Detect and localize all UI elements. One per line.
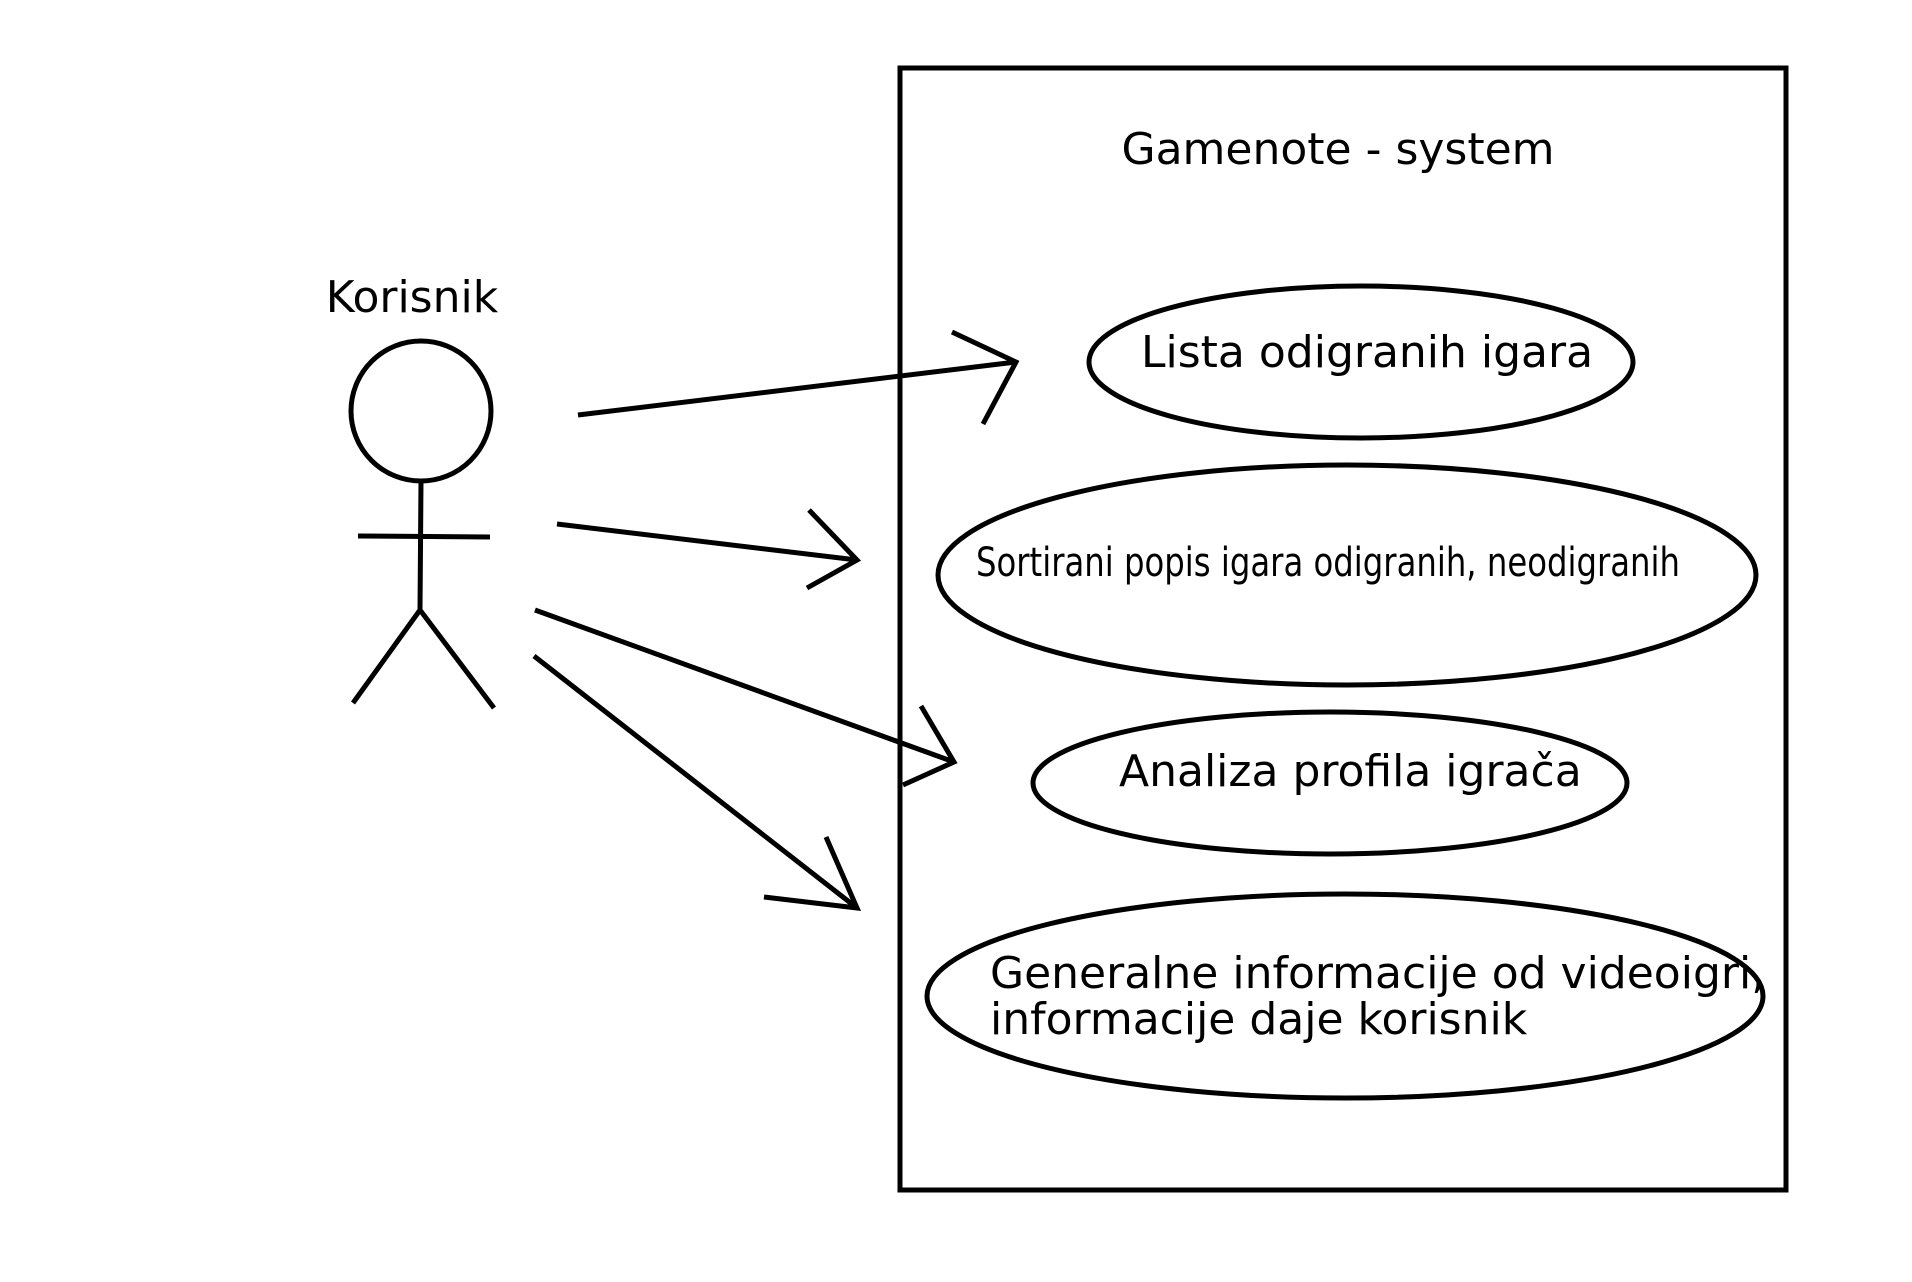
actor-head — [348, 338, 494, 484]
use-case-generalne-label-line-2: informacije daje korisnik — [990, 994, 1528, 1045]
actor-korisnik: Korisnik — [326, 272, 499, 710]
use-case-lista: Lista odigranih igara — [1086, 283, 1636, 441]
use-case-analiza-ellipse — [1030, 709, 1630, 857]
actor-name: Korisnik — [326, 272, 499, 323]
use-case-analiza-label: Analiza profila igrača — [1119, 746, 1582, 797]
arrow-to-sortirani — [556, 508, 862, 591]
use-case-generalne-ellipse — [924, 891, 1766, 1101]
use-case-lista-ellipse — [1086, 283, 1636, 441]
arrow-to-lista — [577, 329, 1020, 426]
use-case-sortirani-ellipse — [935, 462, 1759, 688]
actor-arms — [357, 533, 491, 540]
actor-right-leg — [418, 608, 496, 710]
arrow-to-generalne — [532, 654, 862, 911]
use-case-sortirani-label: Sortirani popis igara odigranih, neodigr… — [976, 540, 1680, 586]
arrow-to-analiza — [534, 607, 958, 788]
use-case-analiza: Analiza profila igrača — [1030, 709, 1630, 857]
system-title: Gamenote - system — [1121, 124, 1554, 175]
actor-left-leg — [350, 608, 423, 705]
actor-body — [417, 480, 424, 611]
use-case-lista-label: Lista odigranih igara — [1141, 327, 1593, 378]
system-boundary — [897, 65, 1789, 1193]
use-case-generalne: Generalne informacije od videoigri, info… — [924, 891, 1766, 1101]
use-case-sortirani: Sortirani popis igara odigranih, neodigr… — [935, 462, 1759, 688]
use-case-generalne-label-line-1: Generalne informacije od videoigri, — [990, 948, 1765, 999]
